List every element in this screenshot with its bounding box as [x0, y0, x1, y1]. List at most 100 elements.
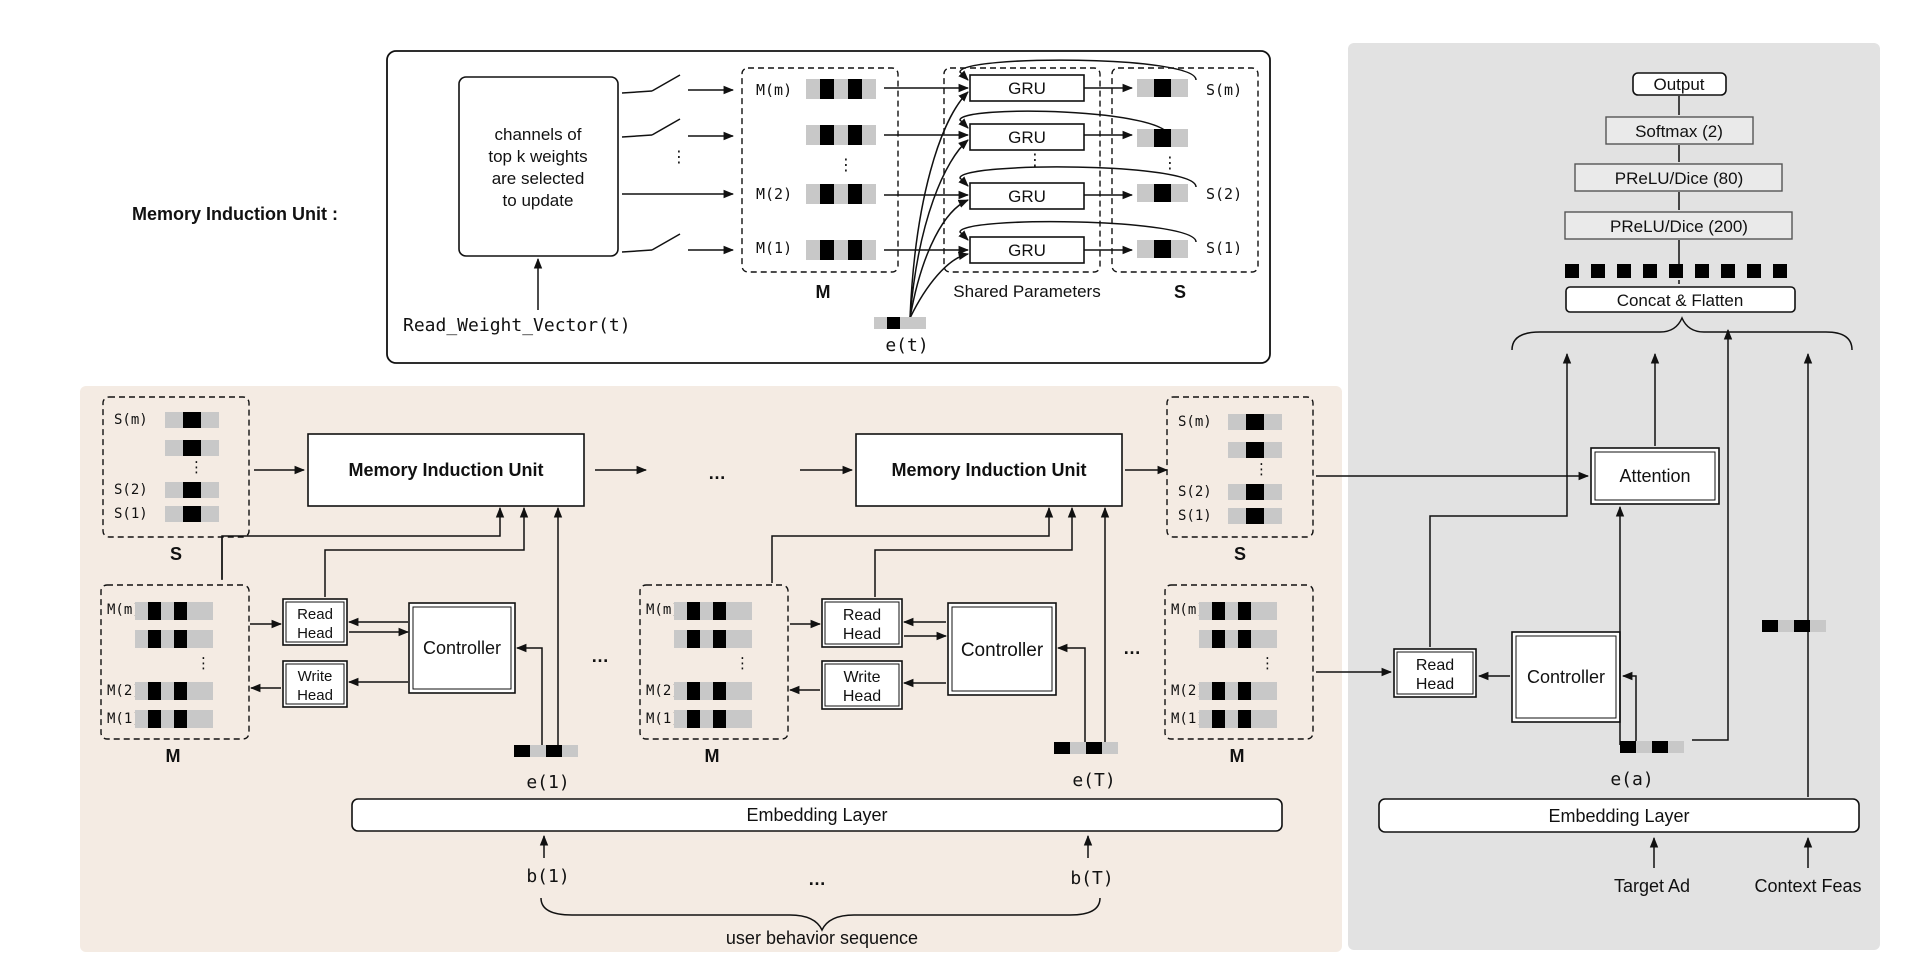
vector-cell-79	[148, 710, 161, 728]
vector-cell-0	[806, 79, 820, 99]
vector-cell-38	[201, 412, 219, 428]
vector-cell-122	[1225, 682, 1238, 700]
write-head-1-l1: Write	[298, 668, 333, 685]
vector-cell-128	[1225, 710, 1238, 728]
concat-cell-8	[1773, 264, 1787, 278]
vector-cell-24	[1154, 184, 1171, 202]
b-ellipsis: …	[808, 869, 826, 889]
vector-cell-107	[739, 710, 752, 728]
vector-cell-50	[1264, 414, 1282, 430]
vector-cell-120	[1199, 682, 1212, 700]
read-head-1	[282, 598, 348, 646]
switch-vdots: ⋮	[671, 149, 687, 166]
memory-block-1	[639, 584, 789, 740]
vector-cell-96	[674, 682, 687, 700]
vector-cell-100	[726, 682, 739, 700]
vector-cell-25	[1171, 184, 1188, 202]
vector-cell-101	[739, 682, 752, 700]
miu-mem-label-2: M(2)	[756, 185, 792, 203]
write-head-1-l2: Head	[297, 687, 333, 704]
vector-cell-73	[148, 682, 161, 700]
vector-cell-72	[135, 682, 148, 700]
mt-label-2: M(2)	[1171, 683, 1205, 699]
st-vdots: ⋮	[1254, 461, 1269, 478]
vector-cell-12	[834, 184, 848, 204]
write-head-2-l1: Write	[843, 669, 880, 686]
m1-label-1: M(1)	[646, 711, 680, 727]
s0-label-m: S(m)	[114, 412, 148, 428]
vector-cell-145	[1778, 620, 1794, 632]
vector-cell-45	[165, 506, 183, 522]
m0-label-1: M(1)	[107, 711, 141, 727]
vector-cell-29	[1137, 129, 1154, 147]
vector-cell-69	[174, 630, 187, 648]
target-read-head-l1: Read	[1416, 657, 1454, 674]
vector-cell-88	[726, 602, 739, 620]
concat-cell-0	[1565, 264, 1579, 278]
b-first-label: b(1)	[526, 866, 569, 887]
vector-cell-13	[848, 184, 862, 204]
vector-cell-53	[1264, 442, 1282, 458]
prediction-panel-connectors	[1316, 328, 1813, 797]
shared-gru-block	[943, 67, 1101, 273]
vector-cell-126	[1199, 710, 1212, 728]
m0-vdots: ⋮	[196, 655, 211, 672]
vector-cell-31	[1171, 129, 1188, 147]
m1-label-m: M(m)	[646, 602, 680, 618]
vector-cell-133	[530, 745, 546, 757]
vector-cell-37	[183, 412, 201, 428]
gru-label-1: GRU	[1008, 241, 1046, 260]
vector-cell-34	[900, 317, 913, 329]
vector-cell-3	[848, 79, 862, 99]
vector-cell-77	[200, 682, 213, 700]
vector-cell-61	[148, 602, 161, 620]
vector-cell-10	[806, 184, 820, 204]
vector-cell-1	[820, 79, 834, 99]
read-head-1-l2: Head	[297, 625, 333, 642]
target-ad-label: Target Ad	[1614, 876, 1690, 896]
vector-cell-118	[1251, 630, 1264, 648]
vector-cell-99	[713, 682, 726, 700]
vector-cell-89	[739, 602, 752, 620]
miu-box-t-label: Memory Induction Unit	[892, 460, 1087, 480]
read-head-1-l1: Read	[297, 606, 333, 623]
concat-cell-3	[1643, 264, 1657, 278]
vector-cell-26	[1137, 240, 1154, 258]
read-head-2	[821, 598, 903, 648]
vector-cell-6	[820, 125, 834, 145]
vector-cell-106	[726, 710, 739, 728]
channel-note-3: are selected	[492, 169, 585, 188]
vector-cell-30	[1154, 129, 1171, 147]
vector-cell-68	[161, 630, 174, 648]
vector-cell-75	[174, 682, 187, 700]
prelu80-label: PReLU/Dice (80)	[1615, 169, 1744, 188]
vector-cell-90	[674, 630, 687, 648]
update-switches	[621, 74, 735, 255]
attention-label: Attention	[1619, 466, 1690, 486]
vector-cell-9	[862, 125, 876, 145]
miu-mem-caption: M	[816, 282, 831, 302]
m1-label-2: M(2)	[646, 683, 680, 699]
vector-cell-23	[1137, 184, 1154, 202]
vector-cell-142	[1652, 741, 1668, 753]
prelu200-label: PReLU/Dice (200)	[1610, 217, 1748, 236]
vector-cell-44	[201, 482, 219, 498]
attention-box	[1590, 447, 1720, 505]
s0-caption: S	[170, 544, 182, 564]
user-embedding-label: Embedding Layer	[746, 805, 887, 825]
vector-cell-132	[514, 745, 530, 757]
s0-label-1: S(1)	[114, 506, 148, 522]
output-label: Output	[1653, 75, 1704, 94]
vector-cell-130	[1251, 710, 1264, 728]
channel-note-1: channels of	[495, 125, 582, 144]
vector-cell-139	[1102, 742, 1118, 754]
vector-cell-18	[848, 240, 862, 260]
vector-cell-46	[183, 506, 201, 522]
vector-cell-7	[834, 125, 848, 145]
m0-label-m: M(m)	[107, 602, 141, 618]
miu-state-vdots: ⋮	[1162, 155, 1178, 172]
controller-2-label: Controller	[961, 640, 1044, 661]
vector-cell-81	[174, 710, 187, 728]
concat-brace	[1511, 316, 1853, 351]
